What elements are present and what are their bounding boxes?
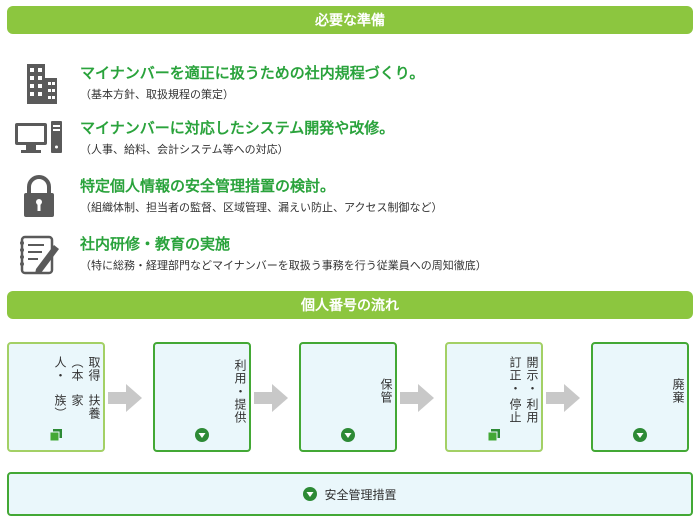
chevron-down-circle-icon — [195, 428, 209, 442]
prep-item-training: 社内研修・教育の実施 （特に総務・経理部門などマイナンバーを取扱う事務を行う従業… — [14, 233, 684, 281]
chevron-down-circle-icon — [303, 487, 318, 501]
flow-arrow-icon — [546, 384, 580, 412]
prep-item-regulations: マイナンバーを適正に扱うための社内規程づくり。 （基本方針、取扱規程の策定） — [14, 62, 684, 110]
flow-step-label: 利用・提供 — [155, 356, 249, 426]
flow-step-label: 開示・訂正・ 利用停止 — [447, 356, 541, 426]
flow-step-label-line2: 扶養家族） — [53, 394, 101, 421]
prep-item-system: マイナンバーに対応したシステム開発や改修。 （人事、給料、会計システム等への対応… — [14, 117, 684, 165]
copy-icon — [487, 429, 500, 442]
prep-item-title: マイナンバーを適正に扱うための社内規程づくり。 — [80, 64, 425, 82]
flow-arrow-icon — [254, 384, 288, 412]
safety-measures-button[interactable]: 安全管理措置 — [7, 472, 693, 516]
prep-item-subtitle: （人事、給料、会計システム等への対応） — [80, 143, 289, 156]
chevron-down-circle-icon — [341, 428, 355, 442]
prep-item-subtitle: （基本方針、取扱規程の策定） — [80, 88, 234, 101]
flow-step-storage[interactable]: 保管 — [299, 342, 397, 452]
prep-item-title: マイナンバーに対応したシステム開発や改修。 — [80, 119, 395, 137]
flow-arrow-icon — [108, 384, 142, 412]
notebook-pen-icon — [20, 235, 59, 275]
flow-step-label: 保管 — [301, 356, 395, 426]
flow-step-label-line1: 開示・訂正・ — [508, 356, 539, 395]
flow-step-disclosure[interactable]: 開示・訂正・ 利用停止 — [445, 342, 543, 452]
flow-step-disposal[interactable]: 廃棄 — [591, 342, 689, 452]
computer-icon — [15, 121, 62, 153]
flow-step-label-line1: 取得（本人・ — [53, 356, 101, 382]
prep-item-security: 特定個人情報の安全管理措置の検討。 （組織体制、担当者の監督、区域管理、漏えい防… — [14, 175, 684, 223]
prep-item-subtitle: （組織体制、担当者の監督、区域管理、漏えい防止、アクセス制御など） — [80, 201, 443, 214]
flow-section-header: 個人番号の流れ — [7, 291, 693, 319]
flow-step-acquisition[interactable]: 取得（本人・ 扶養家族） — [7, 342, 105, 452]
lock-icon — [24, 175, 54, 217]
prep-item-title: 社内研修・教育の実施 — [80, 235, 231, 253]
flow-arrow-icon — [400, 384, 434, 412]
flow-step-label-line1: 廃棄 — [671, 378, 685, 404]
flow-step-label: 取得（本人・ 扶養家族） — [9, 356, 103, 426]
flow-section-title: 個人番号の流れ — [301, 298, 399, 314]
safety-measures-label: 安全管理措置 — [324, 487, 397, 502]
flow-step-use[interactable]: 利用・提供 — [153, 342, 251, 452]
flow-step-label-line1: 保管 — [379, 378, 393, 404]
chevron-down-circle-icon — [633, 428, 647, 442]
preparation-section-title: 必要な準備 — [315, 13, 385, 29]
building-icon — [27, 64, 57, 104]
preparation-section-header: 必要な準備 — [7, 6, 693, 34]
prep-item-subtitle: （特に総務・経理部門などマイナンバーを取扱う事務を行う従業員への周知徹底） — [80, 259, 487, 272]
flow-step-label-line2: 利用停止 — [508, 398, 539, 424]
prep-item-title: 特定個人情報の安全管理措置の検討。 — [80, 177, 336, 195]
flow-step-label-line1: 利用・提供 — [233, 358, 247, 424]
copy-icon — [49, 429, 62, 442]
flow-step-label: 廃棄 — [593, 356, 687, 426]
